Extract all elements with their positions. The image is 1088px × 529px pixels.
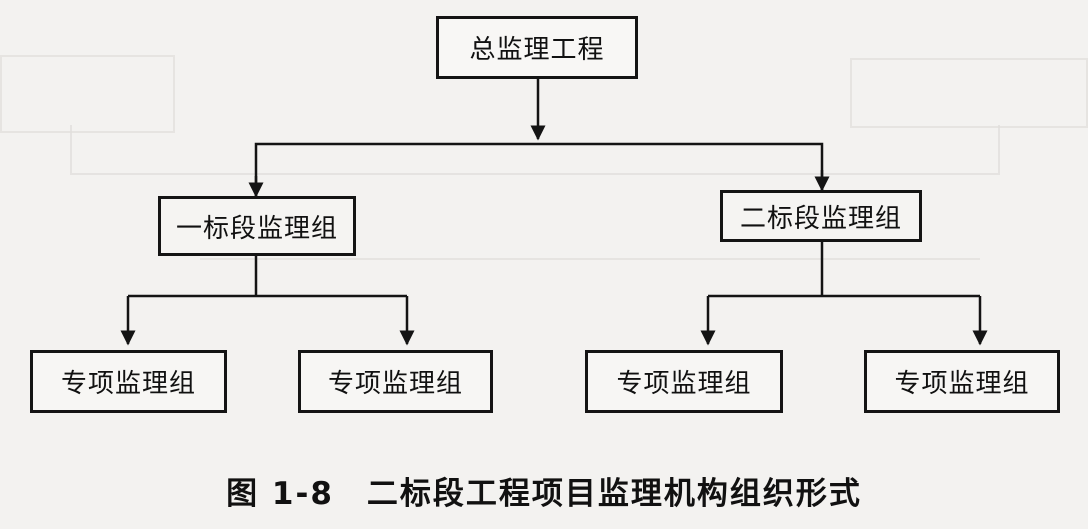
child-node-1: 专项监理组 (30, 350, 227, 413)
child-node-1-label: 专项监理组 (60, 369, 196, 399)
section-node-2: 二标段监理组 (720, 190, 922, 242)
child-node-4: 专项监理组 (864, 350, 1060, 413)
bleed-box-center (70, 125, 1000, 175)
bleed-box-left (0, 55, 175, 133)
child-node-2: 专项监理组 (298, 350, 493, 413)
child-node-4-label: 专项监理组 (894, 369, 1030, 399)
child-node-2-label: 专项监理组 (327, 369, 463, 399)
bleed-box-right (850, 58, 1088, 128)
figure-caption: 图 1-8 二标段工程项目监理机构组织形式 (226, 476, 862, 512)
bleed-line-lower (200, 258, 980, 276)
root-node-label: 总监理工程 (469, 35, 605, 65)
child-node-3-label: 专项监理组 (616, 369, 752, 399)
section-node-2-label: 二标段监理组 (739, 203, 902, 234)
section-node-1: 一标段监理组 (158, 196, 356, 256)
section-node-1-label: 一标段监理组 (175, 213, 338, 244)
root-node: 总监理工程 (436, 16, 638, 79)
connector-root-bus (254, 142, 824, 196)
child-node-3: 专项监理组 (585, 350, 783, 413)
